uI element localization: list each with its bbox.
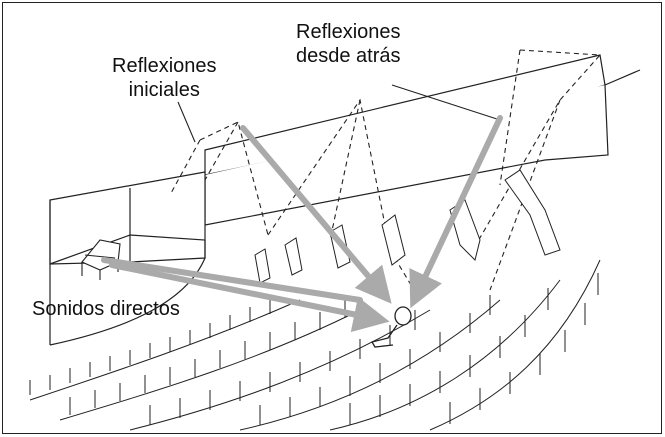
audience-seating bbox=[29, 169, 601, 431]
direct-sound-arrow-high bbox=[101, 257, 363, 303]
rear-reflections-label: Reflexiones desde atrás bbox=[296, 21, 401, 67]
direct-sound-arrow-low bbox=[109, 262, 390, 333]
label-leaders bbox=[177, 84, 501, 143]
early-reflection-arrow bbox=[240, 125, 392, 304]
rear-reflection-arrow bbox=[409, 115, 503, 309]
direct-sounds-label: Sonidos directos bbox=[32, 298, 180, 320]
early-reflections-label: Reflexiones iniciales bbox=[112, 55, 217, 101]
hall-walls bbox=[49, 54, 641, 346]
listener-icon bbox=[370, 306, 412, 348]
sound-arrows bbox=[101, 115, 503, 333]
